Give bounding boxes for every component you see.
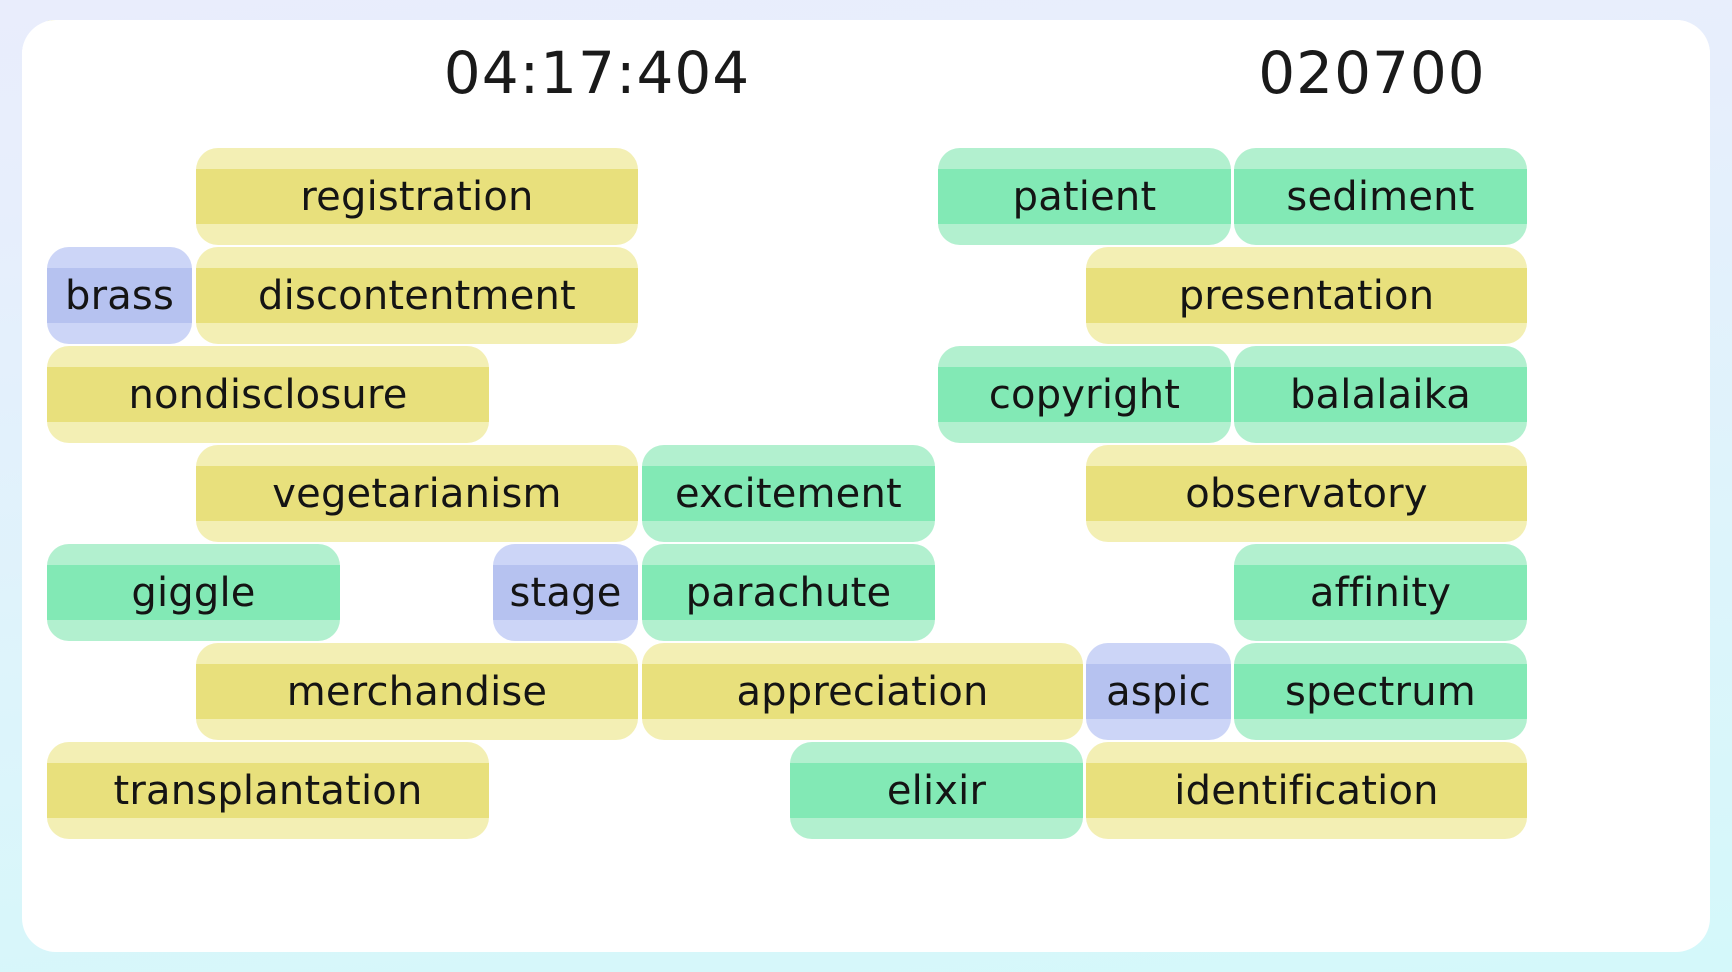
- word-tile-band: [1086, 268, 1527, 323]
- word-tile-band: [790, 763, 1083, 818]
- word-tile[interactable]: sediment: [1234, 148, 1527, 245]
- word-tile-label: presentation: [1178, 272, 1435, 319]
- word-tile[interactable]: parachute: [642, 544, 935, 641]
- word-tile[interactable]: vegetarianism: [196, 445, 638, 542]
- word-tile-band: [642, 565, 935, 620]
- word-tile-label: vegetarianism: [272, 470, 562, 517]
- word-tile-label: merchandise: [286, 668, 548, 715]
- timer-display: 04:17:404: [443, 39, 751, 107]
- word-tile-label: observatory: [1185, 470, 1428, 517]
- word-tile[interactable]: stage: [493, 544, 638, 641]
- word-tile-band: [196, 664, 638, 719]
- word-board-card: registration patient sediment brass disconte…: [22, 20, 1710, 952]
- word-tile-label: excitement: [675, 470, 902, 517]
- word-tile-band: [196, 169, 638, 224]
- word-tile-band: [196, 466, 638, 521]
- word-tile-label: affinity: [1309, 569, 1452, 616]
- word-grid: registration patient sediment brass disconte…: [22, 20, 1710, 952]
- word-tile-label: stage: [509, 569, 622, 616]
- word-tile[interactable]: transplantation: [47, 742, 489, 839]
- word-tile[interactable]: aspic: [1086, 643, 1231, 740]
- word-tile[interactable]: elixir: [790, 742, 1083, 839]
- word-tile-band: [1086, 466, 1527, 521]
- word-tile-band: [1086, 664, 1231, 719]
- word-tile[interactable]: identification: [1086, 742, 1527, 839]
- word-tile-label: balalaika: [1289, 371, 1472, 418]
- word-tile-band: [938, 367, 1231, 422]
- word-tile-label: brass: [64, 272, 175, 319]
- word-tile-label: patient: [1012, 173, 1157, 220]
- word-tile[interactable]: copyright: [938, 346, 1231, 443]
- word-tile-band: [642, 664, 1083, 719]
- word-tile[interactable]: presentation: [1086, 247, 1527, 344]
- word-tile-label: copyright: [988, 371, 1181, 418]
- word-tile[interactable]: patient: [938, 148, 1231, 245]
- word-tile-band: [493, 565, 638, 620]
- word-tile[interactable]: observatory: [1086, 445, 1527, 542]
- word-tile-label: discontentment: [258, 272, 576, 319]
- word-tile[interactable]: nondisclosure: [47, 346, 489, 443]
- word-tile-label: elixir: [886, 767, 987, 814]
- word-tile-band: [47, 268, 192, 323]
- word-tile-label: nondisclosure: [128, 371, 408, 418]
- word-tile-label: sediment: [1286, 173, 1475, 220]
- word-tile-label: giggle: [131, 569, 256, 616]
- word-tile[interactable]: spectrum: [1234, 643, 1527, 740]
- word-tile[interactable]: appreciation: [642, 643, 1083, 740]
- word-tile-band: [47, 565, 340, 620]
- word-tile[interactable]: giggle: [47, 544, 340, 641]
- word-tile[interactable]: balalaika: [1234, 346, 1527, 443]
- word-tile-band: [642, 466, 935, 521]
- word-tile-label: registration: [300, 173, 534, 220]
- word-tile-band: [1234, 664, 1527, 719]
- word-tile-label: aspic: [1106, 668, 1211, 715]
- word-tile-label: parachute: [685, 569, 892, 616]
- word-tile[interactable]: merchandise: [196, 643, 638, 740]
- word-tile[interactable]: registration: [196, 148, 638, 245]
- word-tile-band: [1234, 565, 1527, 620]
- word-tile-label: spectrum: [1285, 668, 1476, 715]
- word-tile-label: appreciation: [736, 668, 989, 715]
- score-counter-display: 020700: [1258, 39, 1486, 107]
- word-tile-band: [47, 367, 489, 422]
- word-tile-label: identification: [1174, 767, 1439, 814]
- word-tile-band: [938, 169, 1231, 224]
- word-tile-band: [1234, 169, 1527, 224]
- word-tile-band: [1086, 763, 1527, 818]
- word-tile-label: transplantation: [113, 767, 423, 814]
- word-tile[interactable]: affinity: [1234, 544, 1527, 641]
- word-tile-band: [47, 763, 489, 818]
- word-tile[interactable]: brass: [47, 247, 192, 344]
- word-tile-band: [196, 268, 638, 323]
- word-tile-band: [1234, 367, 1527, 422]
- hud-header: 04:17:404 020700: [22, 20, 1710, 116]
- word-tile[interactable]: excitement: [642, 445, 935, 542]
- word-tile[interactable]: discontentment: [196, 247, 638, 344]
